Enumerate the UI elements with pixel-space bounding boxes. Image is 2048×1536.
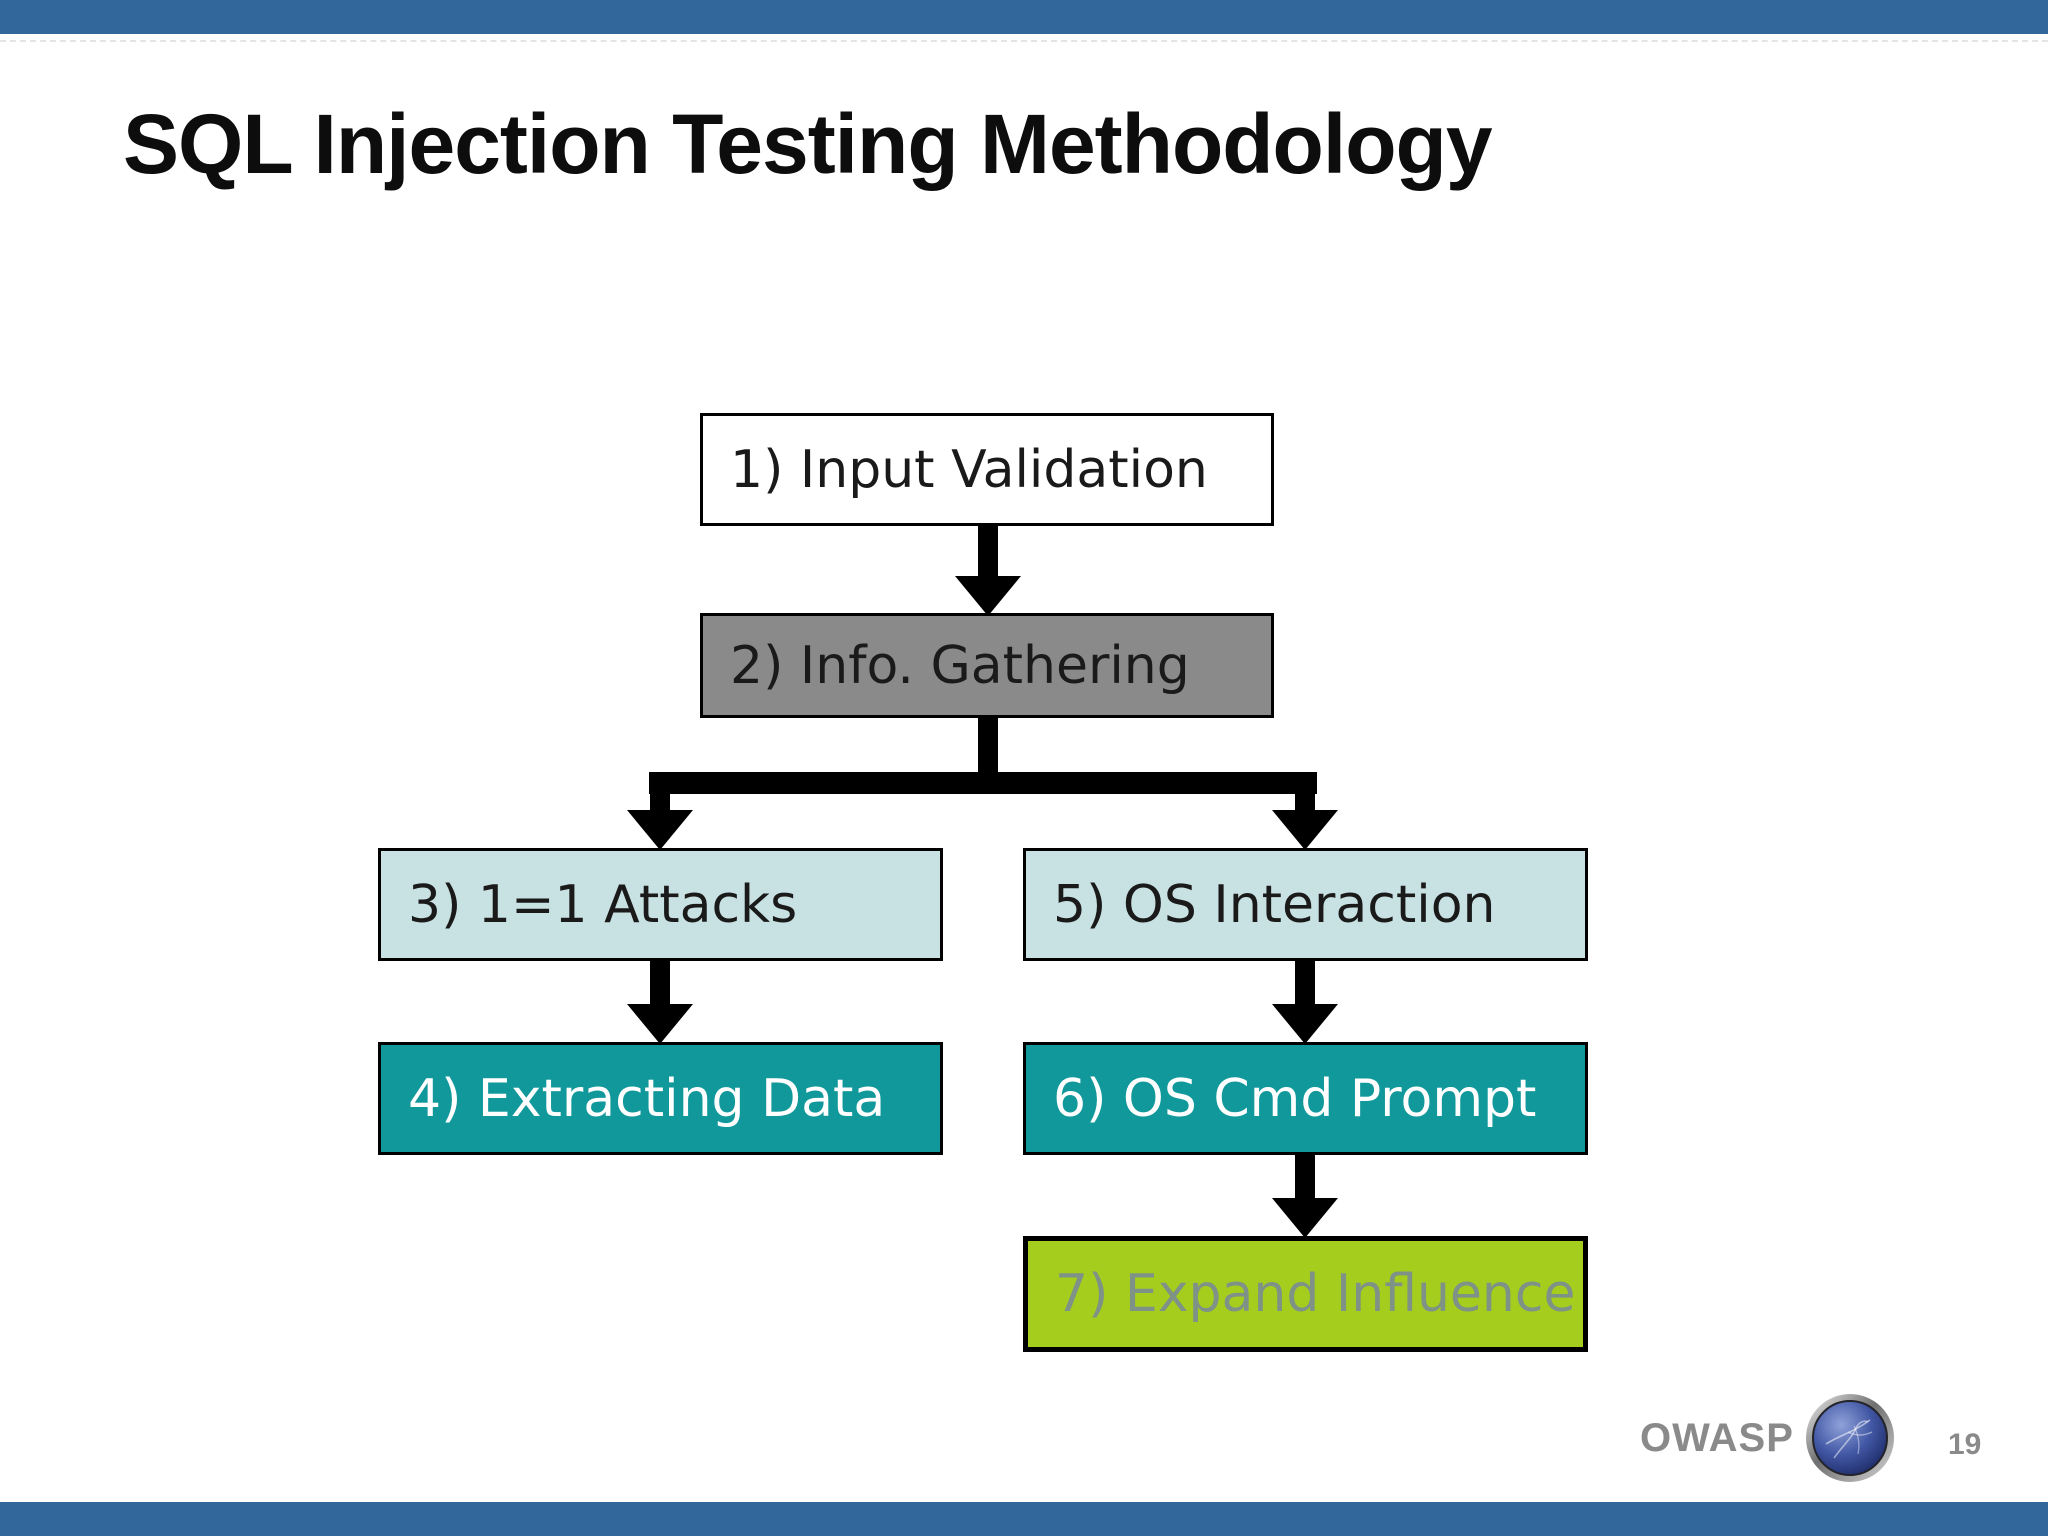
flow-node-info-gathering: 2) Info. Gathering: [700, 613, 1274, 718]
arrow-2-5-head-icon: [1272, 810, 1338, 850]
flow-node-input-validation: 1) Input Validation: [700, 413, 1274, 526]
flow-node-os-interaction: 5) OS Interaction: [1023, 848, 1588, 961]
flow-node-os-cmd-prompt: 6) OS Cmd Prompt: [1023, 1042, 1588, 1155]
arrow-6-7-shaft: [1295, 1153, 1315, 1200]
arrow-3-4-head-icon: [627, 1004, 693, 1044]
page-number: 19: [1948, 1428, 1982, 1461]
arrow-3-4-shaft: [650, 959, 670, 1006]
owasp-wordmark: OWASP: [1640, 1416, 1794, 1460]
arrow-2-3-head-icon: [627, 810, 693, 850]
flow-node-label: 4) Extracting Data: [408, 1068, 886, 1129]
flow-node-label: 7) Expand Influence: [1055, 1264, 1576, 1324]
flow-node-label: 5) OS Interaction: [1053, 874, 1496, 935]
arrow-1-2-head-icon: [955, 576, 1021, 616]
arrow-6-7-head-icon: [1272, 1198, 1338, 1238]
arrow-1-2-shaft: [978, 526, 998, 578]
header-divider: [0, 40, 2048, 42]
arrow-5-6-head-icon: [1272, 1004, 1338, 1044]
flow-node-label: 1) Input Validation: [730, 439, 1208, 500]
arrow-5-6-shaft: [1295, 959, 1315, 1006]
flow-node-label: 6) OS Cmd Prompt: [1053, 1068, 1537, 1129]
flow-node-expand-influence: 7) Expand Influence: [1023, 1236, 1588, 1352]
bottom-bar: [0, 1502, 2048, 1536]
branch-stem-shaft: [978, 716, 998, 774]
owasp-logo-icon: [1804, 1392, 1896, 1484]
flow-node-extracting-data: 4) Extracting Data: [378, 1042, 943, 1155]
branch-horizontal-bar: [649, 772, 1317, 794]
slide-title: SQL Injection Testing Methodology: [123, 97, 1493, 191]
flow-node-1eq1-attacks: 3) 1=1 Attacks: [378, 848, 943, 961]
flow-node-label: 3) 1=1 Attacks: [408, 874, 798, 935]
flow-node-label: 2) Info. Gathering: [730, 635, 1190, 696]
top-bar: [0, 0, 2048, 34]
